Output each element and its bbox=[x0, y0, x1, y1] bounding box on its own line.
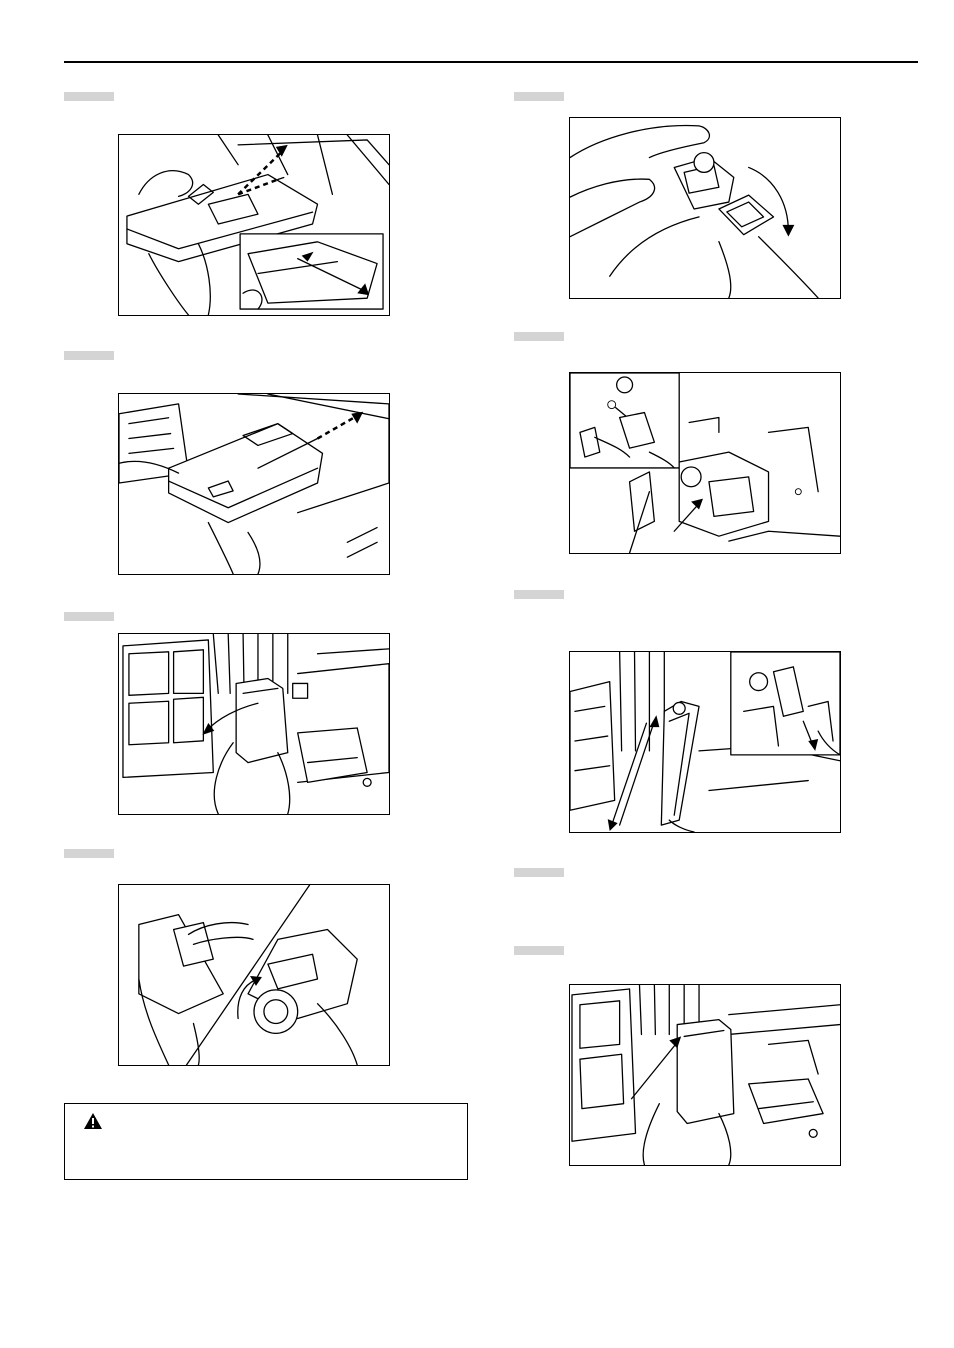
step-tab-7 bbox=[514, 590, 564, 599]
step-tab-6 bbox=[514, 332, 564, 341]
illustration-install-cleaner-holder bbox=[569, 372, 841, 554]
header-rule bbox=[64, 61, 918, 63]
illustration-reinstall-waste-toner-box bbox=[569, 984, 841, 1166]
illustration-remove-cleaner-cap bbox=[569, 117, 841, 299]
illustration-open-front-cover bbox=[118, 633, 390, 815]
step-tab-3 bbox=[64, 612, 114, 621]
step-tab-2 bbox=[64, 351, 114, 360]
illustration-replace-waste-toner-cap bbox=[118, 884, 390, 1066]
step-tab-8 bbox=[514, 868, 564, 877]
illustration-remove-waste-toner-box bbox=[118, 134, 390, 316]
step-tab-5 bbox=[514, 92, 564, 101]
illustration-insert-toner-container bbox=[118, 393, 390, 575]
illustration-clean-charger-wire bbox=[569, 651, 841, 833]
caution-box bbox=[64, 1103, 468, 1180]
warning-triangle-icon bbox=[84, 1113, 102, 1129]
step-tab-4 bbox=[64, 849, 114, 858]
step-tab-9 bbox=[514, 946, 564, 955]
step-tab-1 bbox=[64, 92, 114, 101]
